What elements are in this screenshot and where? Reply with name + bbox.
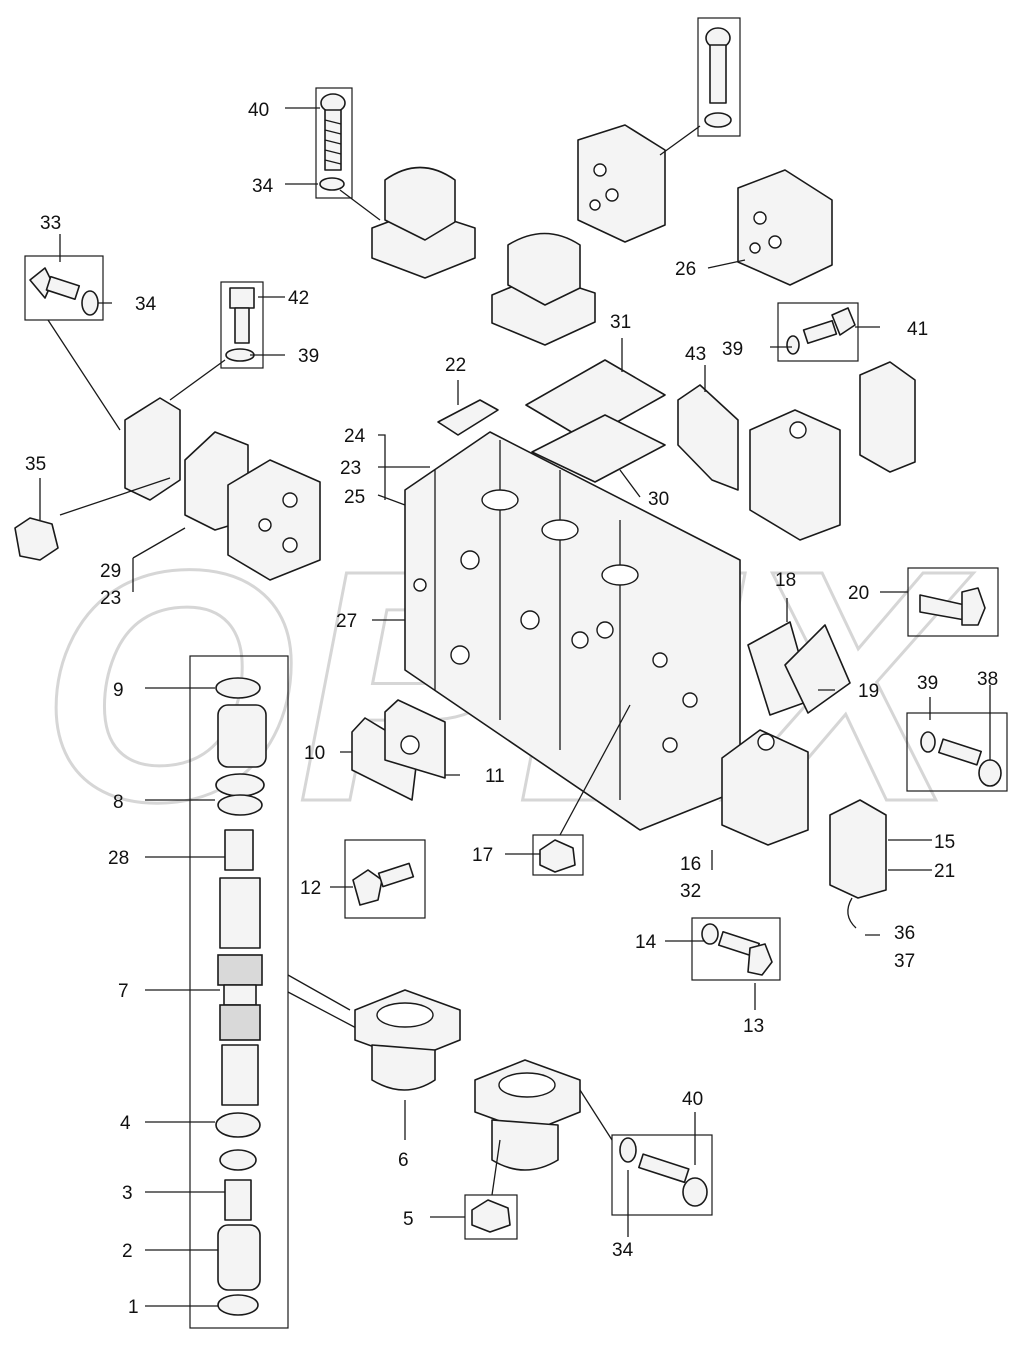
gasket-22: [437, 399, 499, 436]
callout-43: 43: [685, 344, 706, 365]
callout-40-top: 40: [248, 100, 269, 121]
bolt-38: [906, 712, 1008, 792]
callout-8: 8: [113, 792, 124, 813]
block-26: [737, 169, 833, 286]
callout-20: 20: [848, 583, 869, 604]
bolt-42: [220, 281, 264, 369]
callout-28: 28: [108, 848, 129, 869]
callout-38: 38: [977, 669, 998, 690]
callout-39-center: 39: [722, 339, 743, 360]
valve-15-solenoid: [829, 799, 887, 929]
callout-34-left: 34: [135, 294, 157, 315]
plate-43: [677, 384, 739, 491]
bolt-20: [907, 567, 999, 637]
block-top-right: [577, 124, 701, 243]
plate-31: [525, 359, 666, 483]
callout-23-upper: 23: [340, 458, 361, 479]
callout-18: 18: [775, 570, 796, 591]
callout-34-top: 34: [252, 176, 274, 197]
callout-4: 4: [120, 1113, 131, 1134]
callout-16: 16: [680, 854, 701, 875]
main-valve-block: [404, 431, 741, 831]
callout-24: 24: [344, 426, 366, 447]
bolt-40-lower: [579, 1089, 713, 1216]
callout-32: 32: [680, 881, 701, 902]
callout-6: 6: [398, 1150, 409, 1171]
callout-9: 9: [113, 680, 124, 701]
callout-39-left: 39: [298, 346, 319, 367]
callout-33: 33: [40, 213, 61, 234]
callout-11: 11: [485, 766, 505, 787]
callout-23-lower: 23: [100, 588, 121, 609]
bolt-33: [24, 255, 104, 321]
callout-41: 41: [907, 319, 928, 340]
bolt-13-14: [691, 917, 781, 981]
callout-3: 3: [122, 1183, 133, 1204]
callout-13: 13: [743, 1016, 764, 1037]
callout-leaders: [39, 107, 991, 1307]
plug-35: [14, 517, 59, 561]
callout-1: 1: [128, 1297, 139, 1318]
callout-5: 5: [403, 1209, 414, 1230]
callout-21: 21: [934, 861, 955, 882]
callout-37: 37: [894, 951, 915, 972]
callout-35: 35: [25, 454, 46, 475]
plug-17: [532, 704, 631, 876]
callout-40-lower: 40: [682, 1089, 703, 1110]
callout-2: 2: [122, 1241, 133, 1262]
callout-29: 29: [100, 561, 121, 582]
callout-42: 42: [288, 288, 309, 309]
bolt-41: [777, 302, 859, 362]
valve-left-stack: [47, 319, 321, 581]
callout-34-lower: 34: [612, 1240, 634, 1261]
callout-27: 27: [336, 611, 357, 632]
callout-31: 31: [610, 312, 631, 333]
bolt-12: [344, 839, 426, 919]
callout-14: 14: [635, 932, 657, 953]
valve-16: [721, 729, 809, 846]
bolt-top-right: [697, 17, 741, 137]
callout-19: 19: [858, 681, 879, 702]
callout-39-right: 39: [917, 673, 938, 694]
callout-26: 26: [675, 259, 696, 280]
plates-18-19: [747, 621, 851, 716]
callout-25: 25: [344, 487, 365, 508]
bolt-40-top: [315, 87, 353, 199]
callout-22: 22: [445, 355, 466, 376]
plates-10-11: [351, 699, 446, 801]
cap-6: [354, 989, 461, 1091]
cap-top-center: [491, 232, 596, 346]
callout-15: 15: [934, 832, 955, 853]
callout-36: 36: [894, 923, 915, 944]
callout-7: 7: [118, 981, 129, 1002]
callout-12: 12: [300, 878, 321, 899]
callout-17: 17: [472, 845, 493, 866]
spool-stack: [189, 655, 361, 1329]
callout-30: 30: [648, 489, 669, 510]
cap-lower-center: [474, 1059, 581, 1171]
cap-top-left: [339, 166, 476, 279]
valve-right-upper: [749, 361, 916, 541]
callout-10: 10: [304, 743, 325, 764]
